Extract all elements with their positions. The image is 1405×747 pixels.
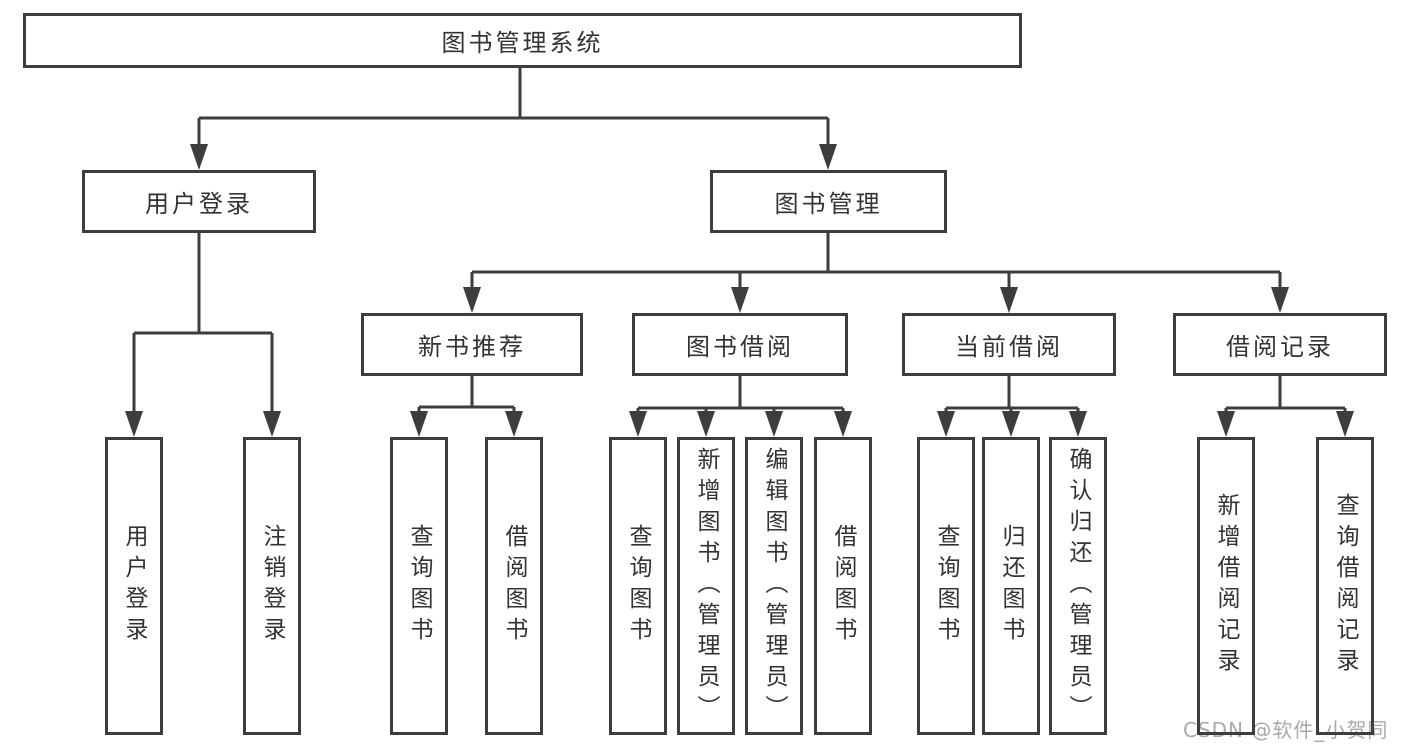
node-leaf-current-query: 查询图书 — [917, 437, 975, 735]
node-book-borrow: 图书借阅 — [632, 313, 848, 376]
node-current-borrow: 当前借阅 — [902, 313, 1116, 376]
node-root: 图书管理系统 — [23, 13, 1022, 68]
connector-user-login — [125, 233, 281, 437]
connector-new-books — [410, 376, 523, 437]
node-leaf-records-add: 新增借阅记录 — [1197, 437, 1255, 735]
node-new-books: 新书推荐 — [361, 313, 583, 376]
node-leaf-newbooks-query: 查询图书 — [390, 437, 448, 735]
node-leaf-current-confirm: 确认归还（管理员） — [1049, 437, 1107, 735]
node-leaf-borrow-borrow: 借阅图书 — [814, 437, 872, 735]
node-borrow-records: 借阅记录 — [1173, 313, 1387, 376]
node-leaf-records-query: 查询借阅记录 — [1316, 437, 1374, 735]
node-leaf-current-return: 归还图书 — [982, 437, 1040, 735]
watermark-text: CSDN @软件_小贺同学 — [1183, 718, 1389, 742]
node-user-login: 用户登录 — [82, 170, 316, 233]
connector-book-mgmt — [463, 233, 1289, 313]
connector-root — [190, 68, 837, 170]
connector-borrow-records — [1217, 376, 1354, 437]
connector-book-borrow — [629, 376, 852, 437]
node-book-mgmt: 图书管理 — [710, 170, 947, 233]
node-leaf-logout: 注销登录 — [243, 437, 301, 735]
node-leaf-borrow-add: 新增图书（管理员） — [677, 437, 735, 735]
node-leaf-borrow-query: 查询图书 — [609, 437, 667, 735]
connector-current-borrow — [937, 376, 1087, 437]
node-leaf-newbooks-borrow: 借阅图书 — [485, 437, 543, 735]
node-leaf-borrow-edit: 编辑图书（管理员） — [745, 437, 803, 735]
node-leaf-user-login: 用户登录 — [105, 437, 163, 735]
